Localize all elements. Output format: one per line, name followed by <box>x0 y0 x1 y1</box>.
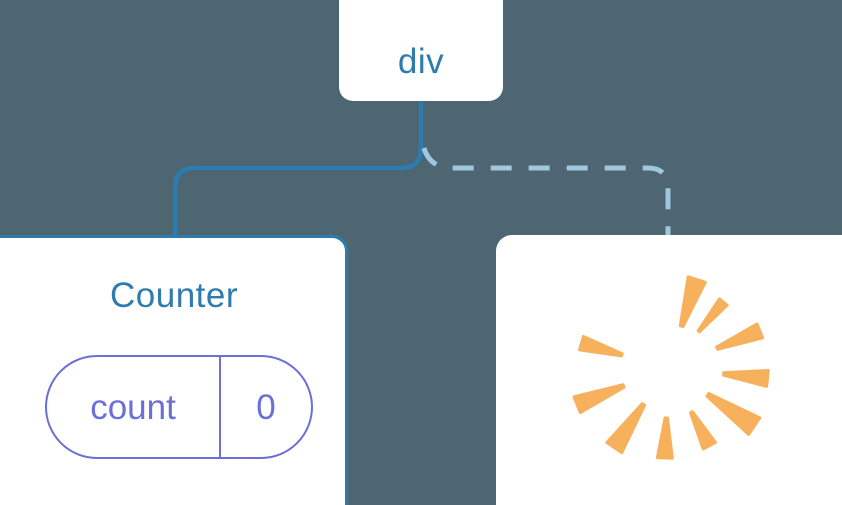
node-div[interactable]: div <box>339 0 503 101</box>
spinner-ray-7 <box>605 402 647 455</box>
spinner-ray-6 <box>655 416 674 460</box>
spinner-ray-8 <box>572 383 626 415</box>
state-pill-value: 0 <box>219 357 311 457</box>
node-div-label: div <box>397 42 445 81</box>
spinner-ray-4 <box>705 392 762 436</box>
spinner-ray-2 <box>715 322 765 351</box>
state-pill-count[interactable]: count 0 <box>45 355 313 459</box>
spinner-ray-3 <box>722 369 770 388</box>
node-loading[interactable] <box>496 235 842 505</box>
edge-div-to-counter <box>172 98 424 243</box>
spinner-ray-1 <box>696 297 729 334</box>
node-counter[interactable]: Counter count 0 <box>0 235 348 505</box>
spinner-ray-9 <box>578 334 624 358</box>
edge-div-to-loading <box>421 147 671 240</box>
spinner-ray-5 <box>688 410 717 451</box>
spinner-ray-0 <box>678 275 707 329</box>
node-counter-label: Counter <box>109 276 239 315</box>
state-pill-key: count <box>90 387 176 427</box>
spinner-starburst-icon <box>572 275 770 460</box>
